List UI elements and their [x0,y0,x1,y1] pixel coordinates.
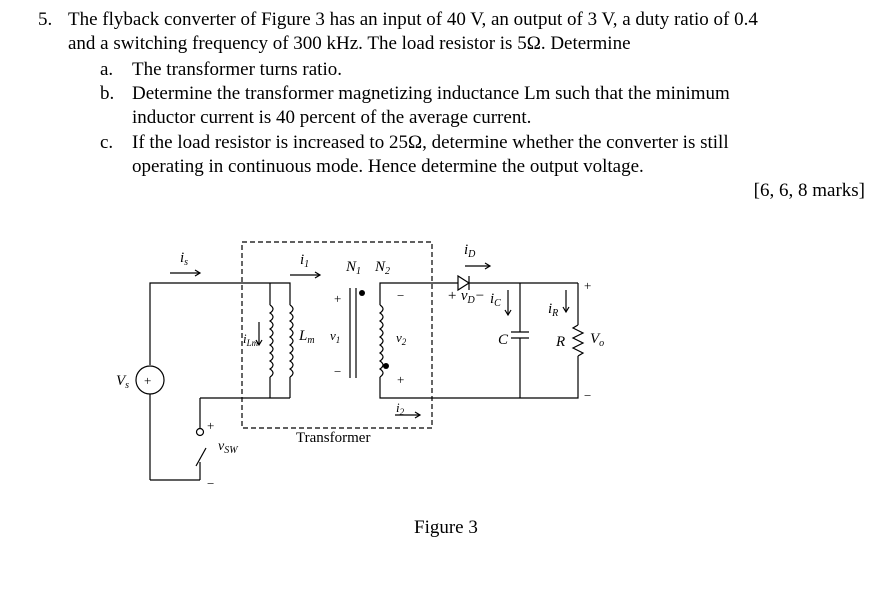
marks-allocation: [6, 6, 8 marks] [753,180,865,201]
load-resistor [571,324,585,357]
question-intro-line-2: and a switching frequency of 300 kHz. Th… [68,33,631,54]
vo-minus: − [584,388,591,403]
vsw-label: vSW [218,439,239,456]
vo-plus: + [584,278,591,293]
n2-polarity-dot [383,363,389,369]
part-b-letter: b. [100,83,115,104]
part-b-text-line-2: inductor current is 40 percent of the av… [132,107,532,128]
v2-label: v2 [396,330,407,347]
n1-label: N1 [345,259,361,277]
n1-polarity-dot [359,290,365,296]
lm-inductor-coil [268,304,274,378]
source-plus: + [144,373,151,388]
part-c-text-line-2: operating in continuous mode. Hence dete… [132,156,644,177]
v1-plus: + [334,291,341,306]
switch-contact [195,427,205,437]
diode-symbol [457,274,471,292]
transformer-box [241,241,433,429]
secondary-bottom-wire [379,377,520,399]
part-c-letter: c. [100,132,114,153]
ic-label: iC [490,291,501,309]
vs-label: Vs [116,373,129,391]
v1-label: v1 [330,328,340,345]
vsw-minus: − [207,476,214,491]
vo-label: Vo [590,331,604,349]
figure-caption: Figure 3 [414,517,478,538]
part-a-letter: a. [100,59,114,80]
vd-label: + vD− [447,288,485,306]
part-c-text-line-1: If the load resistor is increased to 25Ω… [132,132,729,153]
part-a-text: The transformer turns ratio. [132,59,342,80]
ir-label: iR [548,301,558,319]
lm-label: Lm [298,328,315,346]
r-label: R [555,334,565,350]
id-label: iD [464,242,476,260]
n2-label: N2 [374,259,390,277]
vsw-plus: + [207,418,214,433]
i2-label: i2 [396,400,405,417]
c-label: C [498,332,509,348]
question-number: 5. [38,9,53,30]
v2-plus: + [397,372,404,387]
secondary-top-wire [379,282,450,305]
is-label: is [180,250,188,268]
ilm-label: iLm [243,331,259,348]
primary-winding [288,304,294,378]
question-intro-line-1: The flyback converter of Figure 3 has an… [68,9,758,30]
part-b-text-line-1: Determine the transformer magnetizing in… [132,83,730,104]
switch-blade [195,447,207,467]
secondary-winding [378,304,384,378]
i1-label: i1 [300,252,309,270]
v2-minus: − [397,288,404,303]
primary-top-wire [149,282,291,365]
transformer-label: Transformer [296,430,371,446]
v1-minus: − [334,364,341,379]
